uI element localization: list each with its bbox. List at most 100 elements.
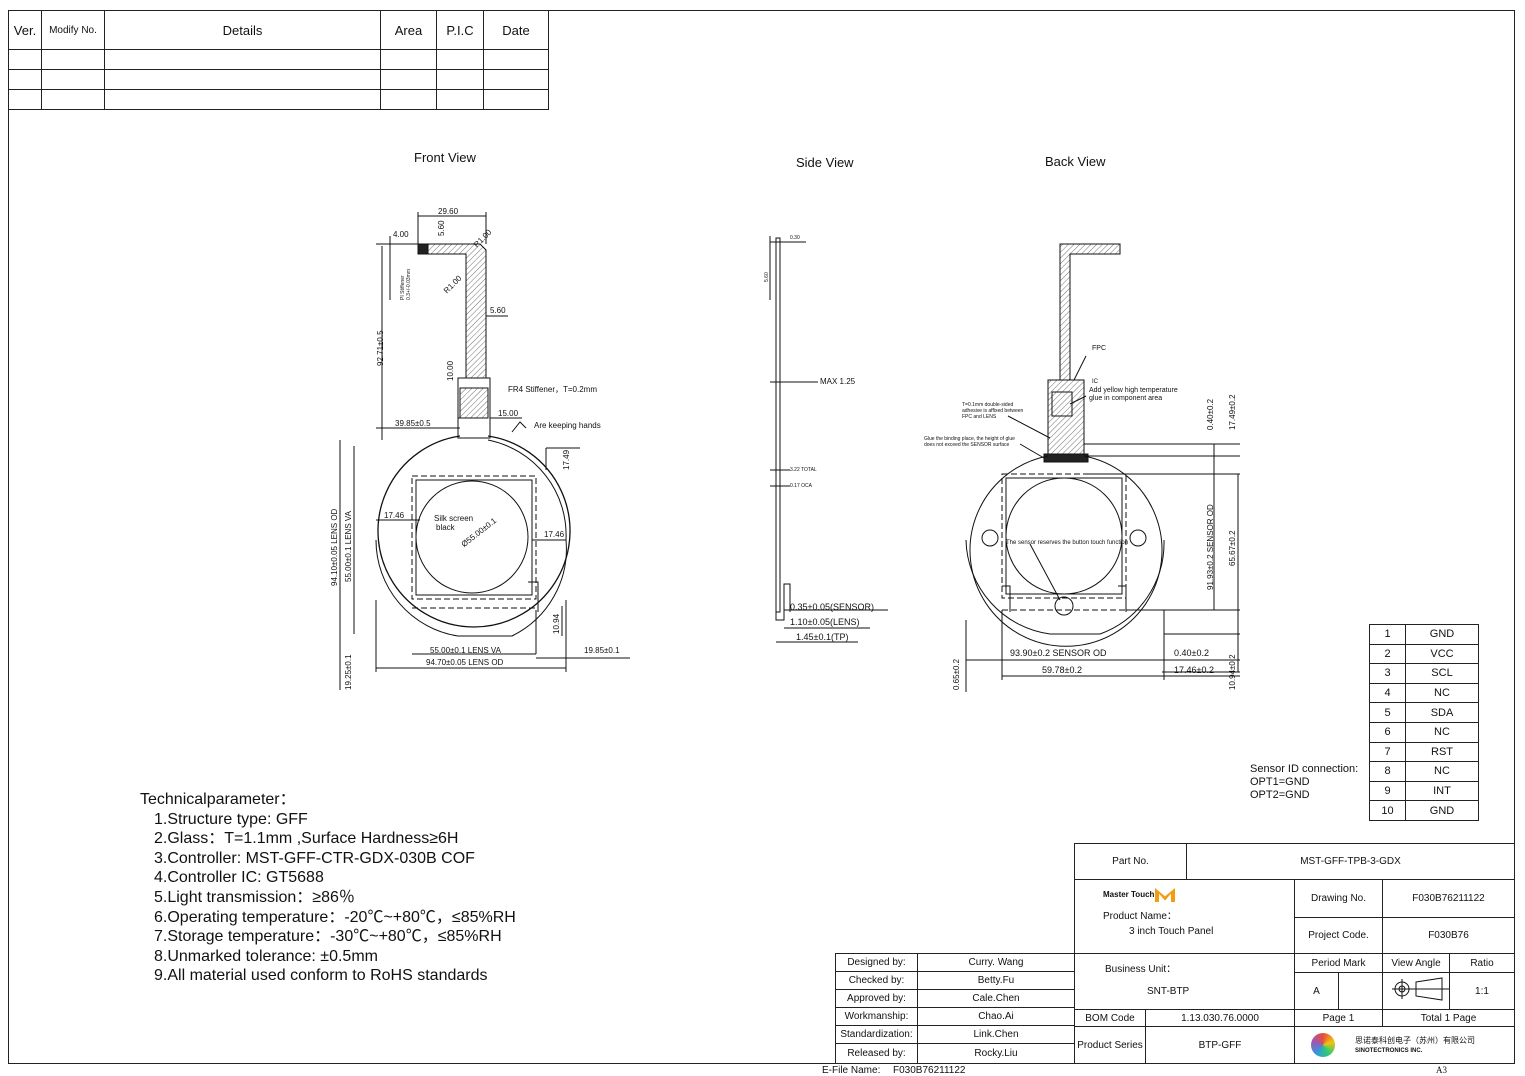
dim-59-78: 59.78±0.2 <box>1042 665 1082 675</box>
drawing-no-label: Drawing No. <box>1294 879 1383 918</box>
rev-row <box>8 69 549 90</box>
signoff-role: Approved by: <box>835 989 918 1008</box>
signoff-role: Standardization: <box>835 1025 918 1044</box>
silk-screen-color: black <box>436 523 455 532</box>
dim-92-71: 92.71±0.5 <box>376 330 385 366</box>
dim-lens-thickness: 1.10±0.05(LENS) <box>790 617 860 627</box>
dim-65-67: 65.67±0.2 <box>1228 530 1237 566</box>
signoff-person: Link.Chen <box>917 1025 1075 1044</box>
dim-tp-thickness: 1.45±0.1(TP) <box>796 632 849 642</box>
dim-4-00: 4.00 <box>393 230 409 239</box>
glue-label-1: Glue the binding place, the height of gl… <box>924 436 1015 442</box>
ratio-label: Ratio <box>1449 953 1515 973</box>
technical-item: 8.Unmarked tolerance: ±0.5mm <box>154 947 378 965</box>
dim-5-60-mid: 5.60 <box>490 306 506 315</box>
total-pages: Total 1 Page <box>1382 1009 1515 1027</box>
brand-logo-text: Master Touch <box>1103 890 1155 899</box>
sheet-size: A3 <box>1436 1065 1447 1075</box>
dim-94-70-lens-od: 94.70±0.05 LENS OD <box>426 658 504 667</box>
technical-item: 6.Operating temperature：-20℃~+80℃，≤85%RH <box>154 908 516 926</box>
signoff-person: Curry. Wang <box>917 953 1075 972</box>
part-no-label: Part No. <box>1074 843 1187 880</box>
dim-55-00-lens-va-h: 55.00±0.1 LENS VA <box>430 646 501 655</box>
revision-table: Ver. Modify No. Details Area P.I.C Date <box>8 10 549 110</box>
dim-3-22-total: 3.22 TOTAL <box>790 467 817 473</box>
pi-stiffener-thickness: 0.3+/-0.03mm <box>406 269 412 300</box>
dim-55-00-lens-va-v: 55.00±0.1 LENS VA <box>344 511 353 582</box>
sensor-id-title: Sensor ID connection: <box>1250 763 1359 775</box>
dim-10-00: 10.00 <box>446 360 455 381</box>
dim-10-94: 10.94 <box>552 613 561 634</box>
view-angle-value <box>1382 972 1450 1010</box>
period-mark-empty <box>1338 972 1383 1010</box>
product-name-cell: Master Touch Product Name： 3 inch Touch … <box>1074 879 1295 954</box>
company-logo-icon <box>1311 1033 1335 1057</box>
ic-label: IC <box>1092 379 1098 385</box>
dim-91-93-sensor-od: 91.93±0.2 SENSOR OD <box>1206 504 1215 590</box>
efile-label: E-File Name: <box>822 1065 881 1076</box>
signoff-role: Designed by: <box>835 953 918 972</box>
company-name-en: SINOTECTRONICS INC. <box>1355 1048 1423 1054</box>
dim-19-25: 19.25±0.1 <box>344 654 353 690</box>
signoff-role: Workmanship: <box>835 1007 918 1026</box>
sensor-id-opt1: OPT1=GND <box>1250 776 1310 788</box>
part-no-value: MST-GFF-TPB-3-GDX <box>1186 843 1515 880</box>
front-view-title: Front View <box>414 150 476 165</box>
signoff-person: Chao.Ai <box>917 1007 1075 1026</box>
company-name-cn: 思诺泰科创电子（苏州）有限公司 <box>1355 1036 1475 1045</box>
front-view-drawing <box>339 212 630 690</box>
view-angle-symbol <box>1392 977 1450 1001</box>
dim-5-60-side: 5.60 <box>764 272 770 282</box>
drawing-no-value: F030B76211122 <box>1382 879 1515 918</box>
period-mark-label: Period Mark <box>1294 953 1383 973</box>
signoff-person: Cale.Chen <box>917 989 1075 1008</box>
business-unit-label: Business Unit： <box>1105 964 1177 975</box>
signoff-role: Checked by: <box>835 971 918 990</box>
rev-header-modify: Modify No. <box>41 10 105 50</box>
fpc-label: FPC <box>1092 345 1106 352</box>
ratio-value: 1:1 <box>1449 972 1515 1010</box>
drawing-frame <box>8 10 1515 1064</box>
product-series-label: Product Series <box>1074 1026 1146 1064</box>
dim-19-85: 19.85±0.1 <box>584 646 620 655</box>
silk-screen-label: Silk screen <box>434 514 474 523</box>
view-angle-label: View Angle <box>1382 953 1450 973</box>
dim-5-60-top: 5.60 <box>437 220 446 236</box>
sensor-id-note: Sensor ID connection: OPT1=GND OPT2=GND <box>1250 763 1358 802</box>
technical-item: 7.Storage temperature：-30℃~+80℃，≤85%RH <box>154 928 502 946</box>
product-name-value: 3 inch Touch Panel <box>1129 926 1214 937</box>
dim-39-85: 39.85±0.5 <box>395 419 431 428</box>
project-code-value: F030B76 <box>1382 917 1515 954</box>
button-touch-label: The sensor reserves the button touch fun… <box>1006 540 1129 546</box>
rev-row <box>8 89 549 110</box>
dim-17-46-right: 17.46 <box>544 530 565 539</box>
tape-label-2: adhesive is affixed between <box>962 408 1024 414</box>
technical-item: 9.All material used conform to RoHS stan… <box>154 967 488 985</box>
back-view-drawing <box>965 243 1240 692</box>
dim-17-46-left: 17.46 <box>384 511 405 520</box>
side-view-drawing <box>769 236 888 643</box>
brand-logo-icon <box>1155 888 1175 902</box>
bom-code-value: 1.13.030.76.0000 <box>1145 1009 1295 1027</box>
product-series-value: BTP-GFF <box>1145 1026 1295 1064</box>
rev-header-date: Date <box>483 10 549 50</box>
business-unit-cell: Business Unit： SNT-BTP <box>1074 953 1295 1010</box>
dim-0-30: 0.30 <box>790 235 800 241</box>
dim-0-17-oca: 0.17 OCA <box>790 483 812 489</box>
signoff-person: Rocky.Liu <box>917 1043 1075 1064</box>
fr4-stiffener-label: FR4 Stiffener，T=0.2mm <box>508 385 597 394</box>
dim-0-40-top: 0.40±0.2 <box>1206 398 1215 430</box>
technical-item: 5.Light transmission：≥86％ <box>154 888 355 906</box>
product-name-label: Product Name： <box>1103 911 1177 922</box>
dim-17-49: 17.49 <box>562 449 571 470</box>
